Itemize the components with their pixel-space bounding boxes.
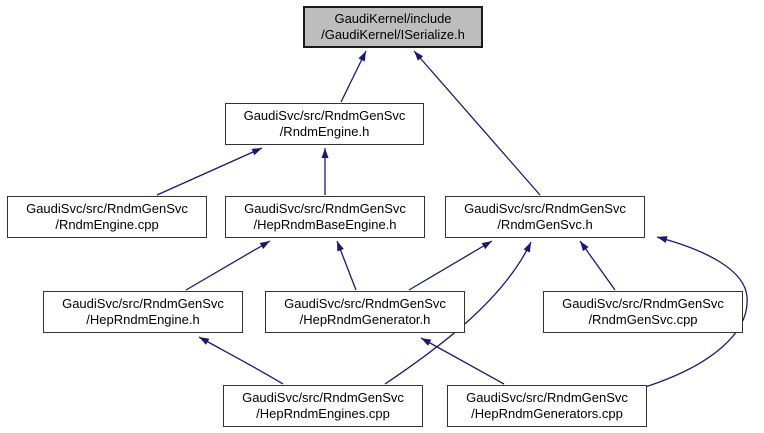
node-gaudikernel-iserialize-h[interactable]: GaudiKernel/include /GaudiKernel/ISerial…: [303, 6, 483, 48]
node-heprndmbaseengine-h[interactable]: GaudiSvc/src/RndmGenSvc /HepRndmBaseEngi…: [225, 196, 425, 238]
node-label-line2: /RndmEngine.cpp: [55, 217, 159, 232]
node-heprndmgenerator-h[interactable]: GaudiSvc/src/RndmGenSvc /HepRndmGenerato…: [265, 291, 465, 333]
edge-heprndmgenerator-h-to-rndmgensvc-h: [408, 240, 493, 291]
node-label-line1: GaudiSvc/src/RndmGenSvc: [464, 201, 626, 216]
node-label-line1: GaudiSvc/src/RndmGenSvc: [284, 296, 446, 311]
edge-heprndmgenerator-h-to-heprndmbaseengine-h: [336, 240, 357, 291]
edge-heprndmengines-cpp-to-rndmgensvc-h: [384, 241, 532, 385]
node-heprndmengine-h[interactable]: GaudiSvc/src/RndmGenSvc /HepRndmEngine.h: [43, 291, 243, 333]
edge-rndmengine-cpp-to-rndmengine-h: [156, 147, 263, 196]
node-label-line1: GaudiSvc/src/RndmGenSvc: [466, 390, 628, 405]
node-rndmengine-cpp[interactable]: GaudiSvc/src/RndmGenSvc /RndmEngine.cpp: [7, 196, 207, 238]
edge-heprndmgenerators-cpp-to-rndmgensvc-h: [641, 236, 748, 389]
node-label-line1: GaudiSvc/src/RndmGenSvc: [243, 108, 406, 123]
edge-heprndmgenerators-cpp-to-heprndmgenerator-h: [420, 337, 505, 385]
node-label-line1: GaudiSvc/src/RndmGenSvc: [62, 296, 224, 311]
node-rndmgensvc-h[interactable]: GaudiSvc/src/RndmGenSvc /RndmGenSvc.h: [445, 196, 645, 238]
node-heprndmgenerators-cpp[interactable]: GaudiSvc/src/RndmGenSvc /HepRndmGenerato…: [447, 385, 647, 427]
node-label-line1: GaudiSvc/src/RndmGenSvc: [562, 296, 724, 311]
node-label-line2: /HepRndmGenerators.cpp: [471, 406, 623, 421]
node-label-line2: /RndmEngine.h: [279, 124, 370, 139]
node-heprndmengines-cpp[interactable]: GaudiSvc/src/RndmGenSvc /HepRndmEngines.…: [223, 385, 423, 427]
node-label-line2: /HepRndmBaseEngine.h: [253, 217, 397, 232]
node-label-line1: GaudiSvc/src/RndmGenSvc: [244, 201, 406, 216]
node-label-line2: /HepRndmEngine.h: [86, 312, 200, 327]
node-label-line1: GaudiKernel/include: [334, 11, 452, 26]
node-rndmengine-h[interactable]: GaudiSvc/src/RndmGenSvc /RndmEngine.h: [225, 103, 424, 145]
node-label-line2: /GaudiKernel/ISerialize.h: [321, 27, 465, 42]
edge-rndmgensvc-h-to-iserialize-h: [413, 50, 541, 196]
edge-rndmgensvc-cpp-to-rndmgensvc-h: [579, 240, 616, 291]
edge-rndmengine-h-to-iserialize-h: [340, 50, 367, 103]
node-label-line1: GaudiSvc/src/RndmGenSvc: [242, 390, 404, 405]
node-rndmgensvc-cpp[interactable]: GaudiSvc/src/RndmGenSvc /RndmGenSvc.cpp: [543, 291, 743, 333]
node-label-line2: /HepRndmGenerator.h: [299, 312, 431, 327]
node-label-line2: /RndmGenSvc.h: [497, 217, 593, 232]
node-label-line2: /HepRndmEngines.cpp: [256, 406, 390, 421]
node-label-line2: /RndmGenSvc.cpp: [588, 312, 698, 327]
edge-heprndmengines-cpp-to-heprndmengine-h: [198, 336, 284, 385]
node-label-line1: GaudiSvc/src/RndmGenSvc: [26, 201, 188, 216]
edge-heprndmengine-h-to-heprndmbaseengine-h: [185, 240, 271, 291]
